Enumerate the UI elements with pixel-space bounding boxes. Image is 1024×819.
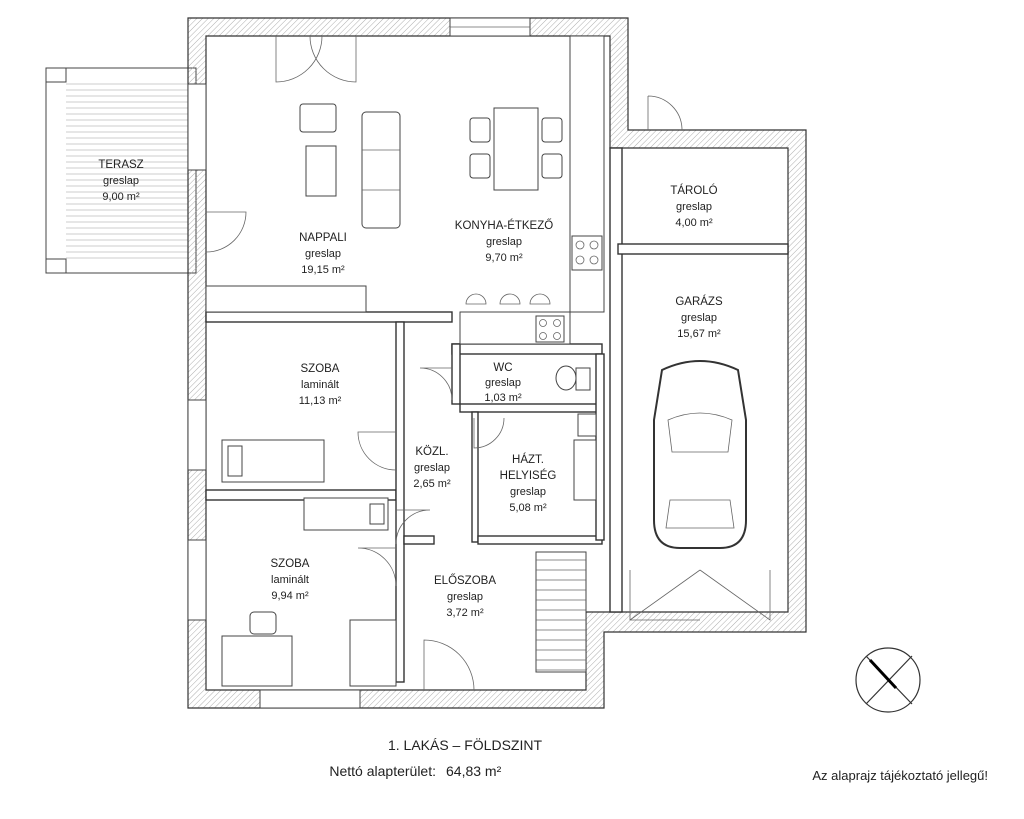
interior-walls	[205, 147, 789, 683]
label-terasz-name: TERASZ	[98, 159, 143, 171]
disclaimer-note: Az alaprajz tájékoztató jellegű!	[812, 768, 988, 783]
stairs	[535, 551, 587, 673]
label-haztart-name2: HELYISÉG	[500, 469, 557, 482]
label-eloszoba-name: ELŐSZOBA	[434, 573, 496, 587]
label-wc-floor: greslap	[485, 377, 521, 389]
label-tarolo-area: 4,00 m²	[675, 217, 713, 229]
label-tarolo-name: TÁROLÓ	[670, 184, 717, 197]
label-szoba2-floor: laminált	[271, 574, 309, 586]
label-szoba2-name: SZOBA	[271, 558, 310, 570]
label-wc-name: WC	[493, 362, 512, 374]
label-haztart-floor: greslap	[510, 486, 546, 498]
doors	[205, 35, 771, 691]
label-kozl-area: 2,65 m²	[413, 478, 451, 490]
label-garazs-floor: greslap	[681, 312, 717, 324]
label-nappali-area: 19,15 m²	[301, 264, 345, 276]
net-area-value: 64,83 m²	[446, 763, 502, 779]
label-terasz-floor: greslap	[103, 175, 139, 187]
car-icon	[653, 360, 747, 549]
compass-icon	[855, 647, 921, 713]
label-konyha-area: 9,70 m²	[485, 252, 523, 264]
label-garazs-area: 15,67 m²	[677, 328, 721, 340]
label-kozl-floor: greslap	[414, 462, 450, 474]
label-szoba1-floor: laminált	[301, 379, 339, 391]
living-furniture	[299, 103, 563, 229]
label-garazs-name: GARÁZS	[675, 295, 723, 308]
label-szoba1-name: SZOBA	[301, 363, 340, 375]
bedroom-furniture	[221, 439, 397, 687]
label-konyha-name: KONYHA-ÉTKEZŐ	[455, 218, 553, 232]
label-eloszoba-area: 3,72 m²	[446, 607, 484, 619]
label-eloszoba-floor: greslap	[447, 591, 483, 603]
label-haztart-area: 5,08 m²	[509, 502, 547, 514]
label-haztart-name1: HÁZT.	[512, 453, 544, 466]
label-nappali-floor: greslap	[305, 248, 341, 260]
kitchen-counter	[459, 35, 605, 345]
net-area-label: Nettó alapterület:	[329, 763, 436, 779]
label-tarolo-floor: greslap	[676, 201, 712, 213]
terrace	[45, 67, 197, 274]
label-wc-area: 1,03 m²	[484, 392, 522, 404]
label-kozl-name: KÖZL.	[415, 446, 448, 458]
label-nappali-name: NAPPALI	[299, 232, 347, 244]
label-szoba2-area: 9,94 m²	[271, 590, 309, 602]
wc-fixtures	[555, 365, 597, 501]
label-terasz-area: 9,00 m²	[102, 191, 140, 203]
windows	[187, 17, 531, 709]
label-konyha-floor: greslap	[486, 236, 522, 248]
footer: 1. LAKÁS – FÖLDSZINT Nettó alapterület: …	[329, 736, 988, 783]
room-labels: TERASZ greslap 9,00 m² NAPPALI greslap 1…	[98, 159, 723, 619]
plan-title: 1. LAKÁS – FÖLDSZINT	[388, 736, 542, 753]
label-szoba1-area: 11,13 m²	[299, 395, 342, 407]
